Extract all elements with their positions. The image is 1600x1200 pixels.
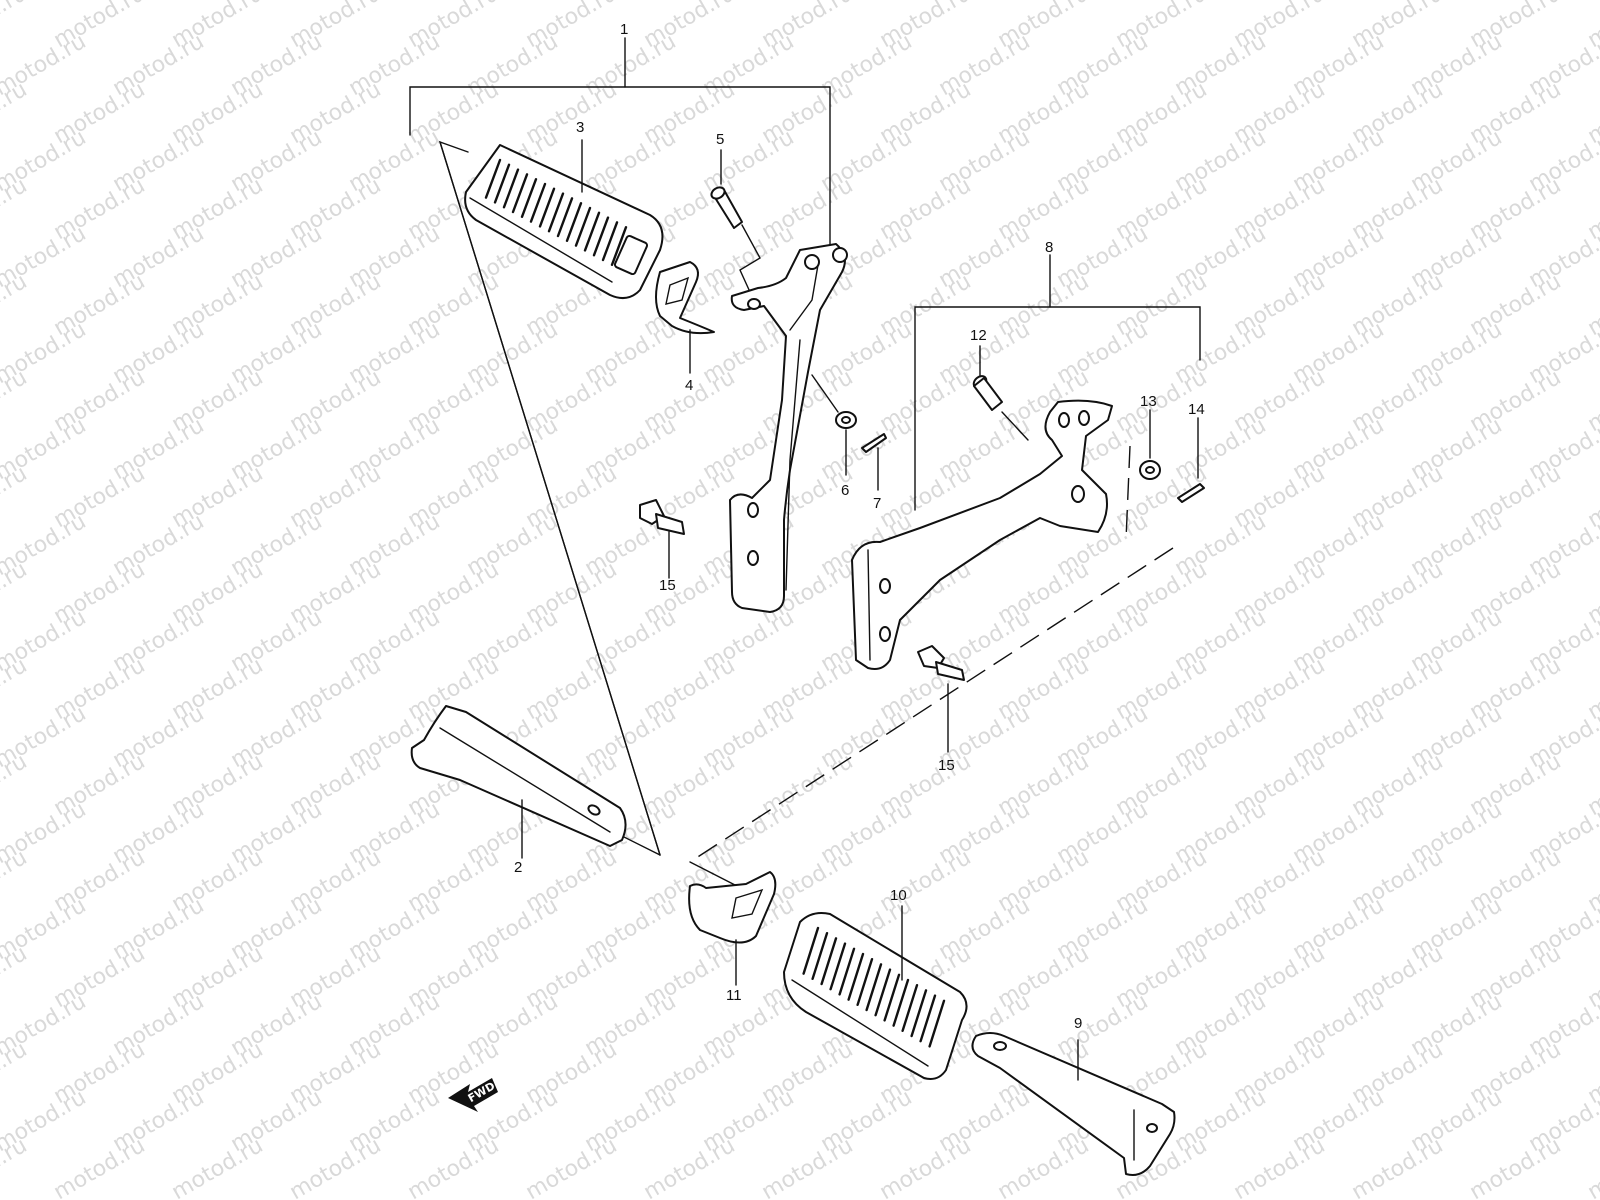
rubber-rib [493,163,511,204]
watermark-text: motod.ru [640,1133,740,1200]
callout-5: 5 [716,131,724,148]
rubber-rib [601,221,619,262]
rubber-rib [538,187,556,228]
rubber-rib [919,994,937,1043]
part-10-footrest-rubber [783,912,968,1080]
part-11-plate [688,871,777,986]
watermark-text: motod.ru [0,0,31,53]
callout-6: 6 [841,482,849,499]
part-1-bracket [729,243,848,613]
part-12-bolt [972,375,1029,441]
rubber-rib [574,206,592,247]
rubber-rib [928,999,946,1048]
watermark-text: motod.ru [876,1133,976,1200]
watermark-text: motod.ru [0,557,31,629]
callout-15-lower: 15 [938,757,955,774]
callout-11: 11 [726,987,742,1004]
watermark-text: motod.ru [0,1037,31,1109]
rubber-rib [847,952,865,1001]
rubber-rib [829,942,847,991]
watermark-text: motod.ru [1348,1133,1448,1200]
watermark-text: motod.ru [0,653,31,725]
rubber-rib [856,958,874,1006]
watermark-text: motod.ru [522,1133,622,1200]
part-4-plate [655,261,715,335]
rubber-rib [610,225,628,266]
part-3-footrest-rubber [464,144,664,300]
callout-4: 4 [685,377,693,394]
part-15-bolt-upper [639,499,685,579]
assembly-8-bracket [914,254,1201,511]
callout-13: 13 [1140,393,1157,410]
part-8-bracket [851,399,1113,670]
callout-10: 10 [890,887,907,904]
watermark-text: motod.ru [168,1133,268,1200]
rubber-rib [502,168,520,209]
rubber-rib [520,177,538,219]
callout-15-upper: 15 [659,577,676,594]
watermark-text: motod.ru [0,269,31,341]
watermark-text: motod.ru [0,461,31,533]
rubber-rib [910,989,928,1038]
part-14-cotter-pin [1177,417,1205,503]
rubber-rib [883,973,901,1022]
rubber-rib [802,926,820,975]
rubber-rib [511,173,529,214]
watermark-text: motod.ru [0,77,31,149]
callout-7: 7 [873,495,881,512]
rubber-rib [592,216,610,257]
watermark-text: motod.ru [1584,1133,1600,1200]
watermark-text: motod.ru [0,845,31,917]
watermark-text: motod.ru [0,365,31,437]
watermark-text: motod.ru [50,1133,150,1200]
callout-1: 1 [620,21,628,38]
callout-9: 9 [1074,1015,1082,1032]
part-2-footrest-bar [410,705,627,859]
rubber-rib [556,197,574,238]
rubber-rib [874,968,892,1017]
callout-8: 8 [1045,239,1053,256]
watermark-text: motod.ru [758,1133,858,1200]
rubber-rib [811,932,829,980]
callout-14: 14 [1188,401,1205,418]
part-9-footrest-bar [971,1032,1176,1176]
part-7-cotter-pin [861,433,887,491]
part-15-bolt-lower [917,645,965,753]
watermark-text: motod.ru [1466,1133,1566,1200]
assembly-1-bracket [409,37,831,256]
callout-3: 3 [576,119,584,136]
watermark-text: motod.ru [0,941,31,1013]
part-13-washer [1125,409,1161,541]
rubber-rib [901,984,919,1033]
watermark-text: motod.ru [1230,1133,1330,1200]
watermark-text: motod.ru [286,1133,386,1200]
rubber-rib [838,947,856,996]
watermark-text: motod.ru [404,1133,504,1200]
rubber-rib [484,158,502,199]
callout-labels: 1 3 5 4 6 7 15 8 12 13 14 15 2 10 11 9 [514,21,1205,1032]
part-5-pin [710,186,761,293]
rubber-rib [865,963,883,1012]
callout-12: 12 [970,327,987,344]
rubber-rib [892,978,910,1027]
assembly-8-outline [689,547,1174,886]
callout-2: 2 [514,859,522,876]
watermark-text: motod.ru [0,173,31,245]
part-6-washer [811,374,857,476]
watermark-text: motod.ru [0,749,31,821]
rubber-rib [529,182,547,223]
rubber-rib [820,937,838,986]
rubber-rib [547,192,565,233]
watermark-text: motod.ru [994,1133,1094,1200]
rubber-rib [583,211,601,252]
rubber-rib [565,201,583,243]
